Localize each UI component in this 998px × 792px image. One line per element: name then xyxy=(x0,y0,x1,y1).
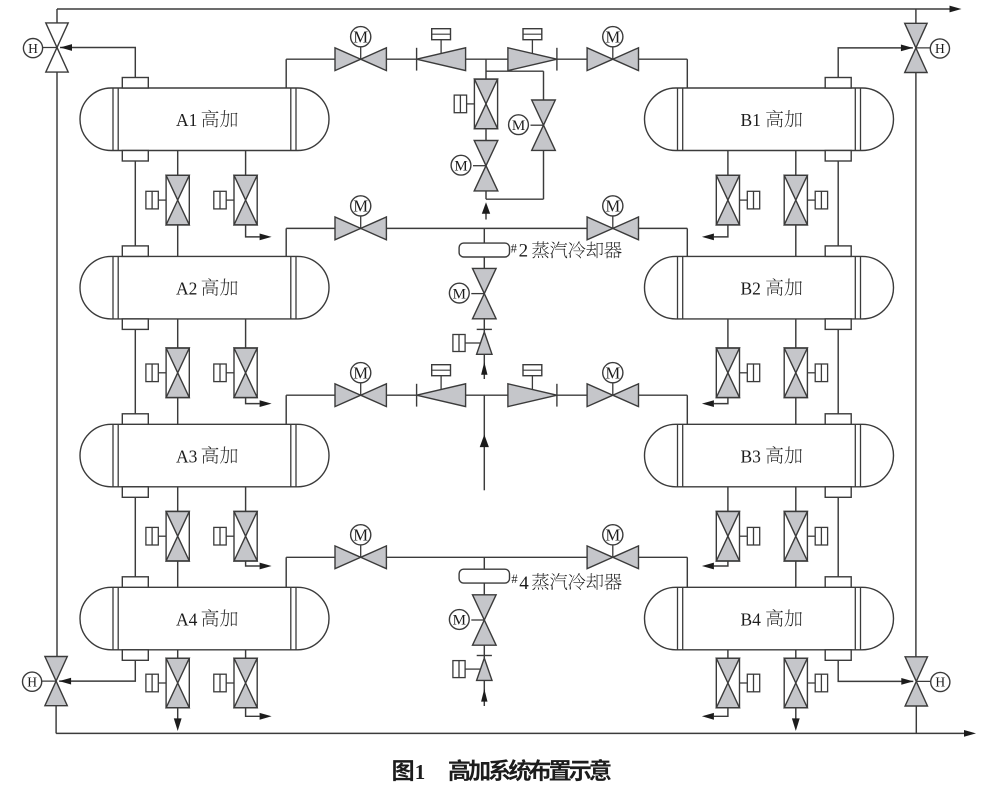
svg-text:A1: A1 xyxy=(176,110,197,130)
svg-text:2: 2 xyxy=(519,240,529,261)
svg-text:M: M xyxy=(605,363,620,382)
svg-text:M: M xyxy=(353,27,368,46)
svg-text:#: # xyxy=(511,572,518,586)
svg-text:B2: B2 xyxy=(741,278,761,298)
svg-text:M: M xyxy=(353,363,368,382)
svg-text:H: H xyxy=(935,675,945,690)
svg-text:H: H xyxy=(935,41,945,56)
svg-text:A3: A3 xyxy=(176,446,198,466)
svg-text:H: H xyxy=(28,41,38,56)
svg-text:M: M xyxy=(353,197,368,216)
svg-text:M: M xyxy=(605,525,620,544)
svg-text:M: M xyxy=(605,197,620,216)
svg-text:4: 4 xyxy=(519,573,529,594)
svg-text:A2: A2 xyxy=(176,278,197,298)
svg-text:M: M xyxy=(605,27,620,46)
svg-text:M: M xyxy=(353,525,368,544)
svg-text:M: M xyxy=(454,158,467,174)
svg-text:B4: B4 xyxy=(741,609,762,629)
svg-text:M: M xyxy=(453,613,466,629)
svg-text:#: # xyxy=(511,241,518,255)
svg-text:A4: A4 xyxy=(176,609,198,629)
svg-text:B3: B3 xyxy=(741,446,762,466)
svg-text:H: H xyxy=(27,674,37,689)
svg-text:1: 1 xyxy=(415,760,426,784)
svg-text:M: M xyxy=(512,118,525,134)
svg-text:B1: B1 xyxy=(741,110,761,130)
svg-text:M: M xyxy=(453,286,466,302)
